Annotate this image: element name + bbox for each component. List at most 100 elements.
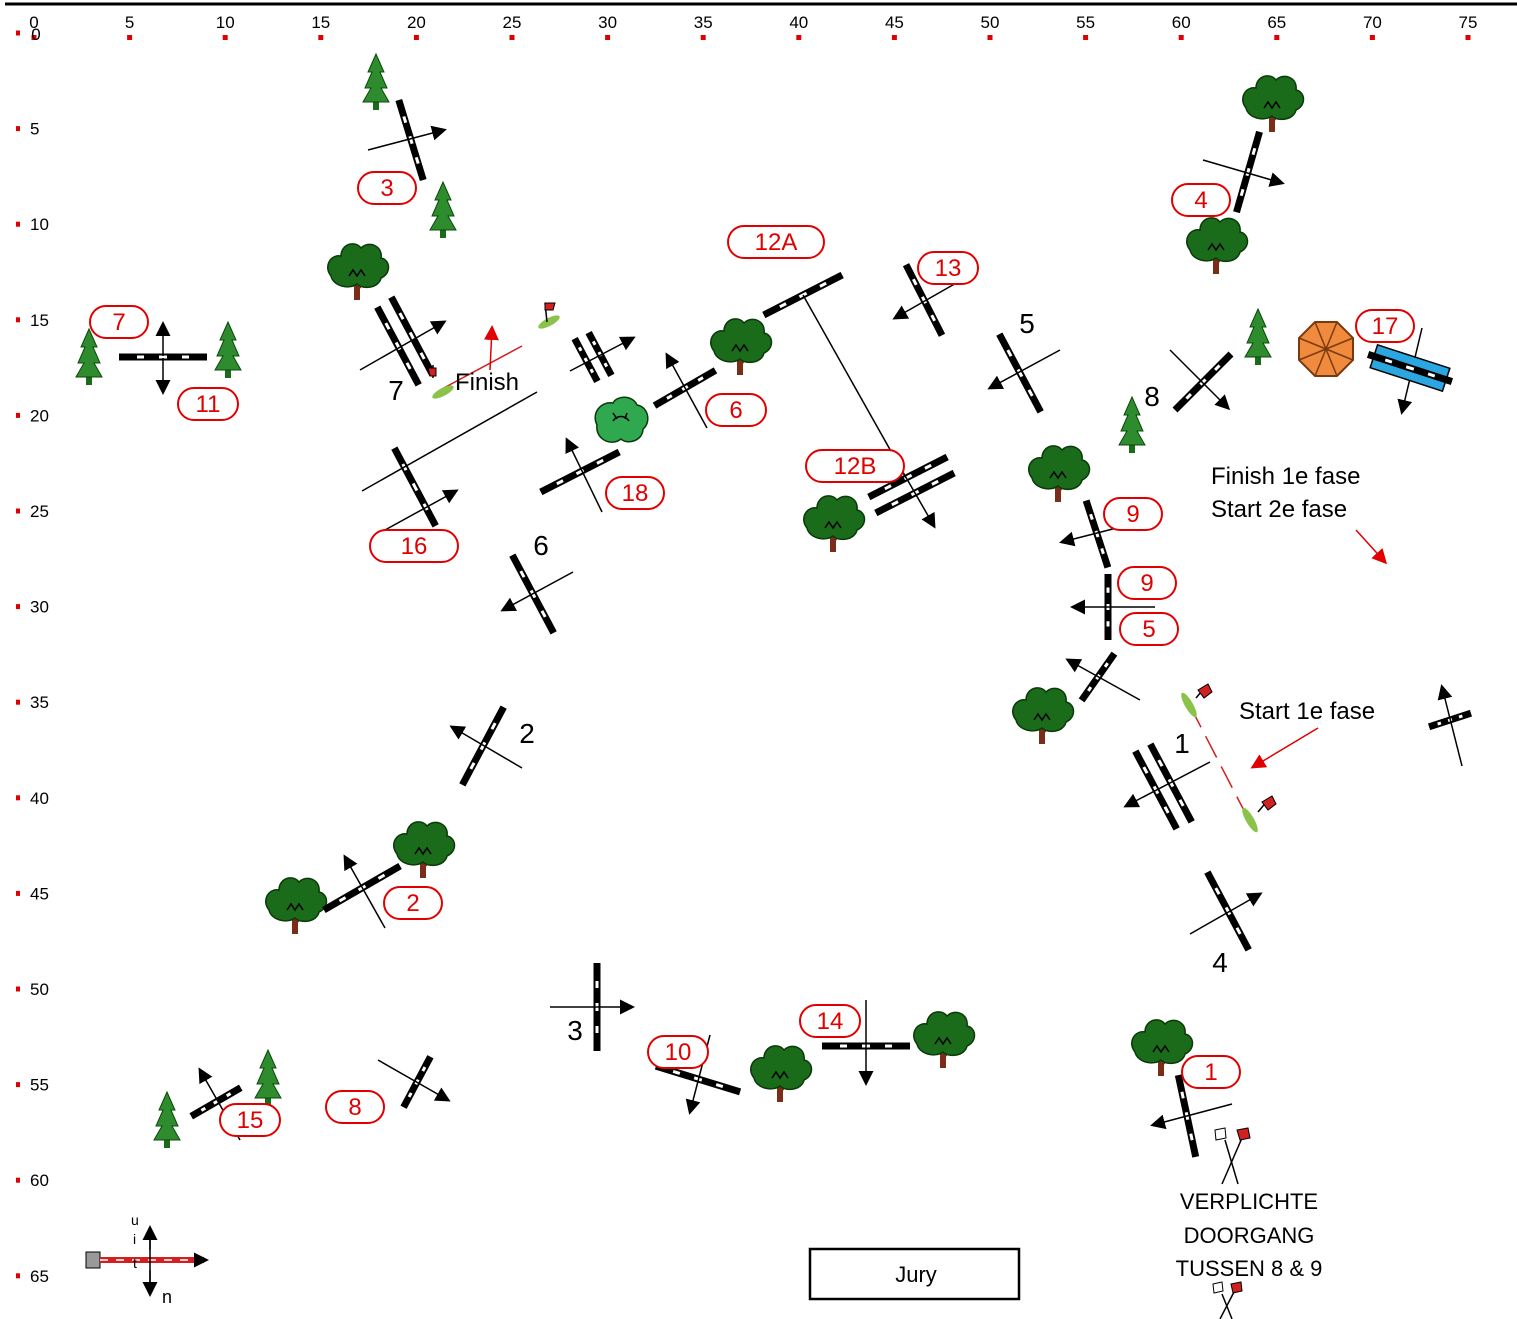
obstacle-bar bbox=[1233, 130, 1263, 214]
y-tick-label: 55 bbox=[30, 1076, 49, 1095]
tree-icon bbox=[326, 242, 390, 302]
mandatory-passage-line2: DOORGANG bbox=[1184, 1223, 1315, 1248]
jump-label: 16 bbox=[369, 529, 459, 563]
x-tick-mark bbox=[1465, 35, 1471, 40]
y-tick-mark bbox=[16, 1082, 20, 1088]
y-tick-mark bbox=[16, 412, 20, 418]
x-tick-label: 60 bbox=[1172, 13, 1191, 32]
y-tick-mark bbox=[16, 986, 20, 992]
connector-16-finish bbox=[361, 391, 538, 492]
y-tick-label: 35 bbox=[30, 693, 49, 712]
svg-text:1: 1 bbox=[1204, 1059, 1217, 1086]
tree-icon bbox=[1027, 444, 1091, 504]
x-tick-mark bbox=[605, 35, 611, 40]
pointer-arrow bbox=[1250, 727, 1319, 769]
y-tick-mark bbox=[16, 317, 20, 323]
fir-tree-icon bbox=[362, 53, 390, 111]
jump-label: 18 bbox=[605, 476, 665, 510]
legend-t: t bbox=[133, 1255, 137, 1271]
x-tick-mark bbox=[987, 35, 993, 40]
y-tick-mark bbox=[16, 30, 20, 36]
svg-text:2: 2 bbox=[406, 890, 419, 917]
svg-text:8: 8 bbox=[348, 1094, 361, 1121]
finish-flags bbox=[427, 302, 560, 399]
phase2-number: 8 bbox=[1144, 381, 1160, 412]
y-tick-label: 25 bbox=[30, 502, 49, 521]
y-tick-label: 40 bbox=[30, 789, 49, 808]
umbrella-icon bbox=[1298, 321, 1354, 377]
x-tick-mark bbox=[509, 35, 515, 40]
svg-text:5: 5 bbox=[1142, 616, 1155, 643]
y-tick-mark bbox=[16, 1273, 20, 1279]
tree-icon bbox=[264, 876, 328, 936]
y-tick-mark bbox=[16, 699, 20, 705]
phase2-number: 6 bbox=[533, 530, 549, 561]
svg-text:7: 7 bbox=[112, 309, 125, 336]
legend-symbol: u i t n bbox=[85, 1212, 209, 1307]
y-tick-mark bbox=[16, 604, 20, 610]
jump-label: 11 bbox=[177, 387, 239, 421]
phase1-labels: 3 4 12A 13 7 11 17 6 12B 18 16 9 9 5 2 1… bbox=[89, 171, 1415, 1137]
svg-text:12A: 12A bbox=[755, 229, 798, 256]
x-tick-mark bbox=[222, 35, 228, 40]
x-tick-label: 20 bbox=[407, 13, 426, 32]
jump-label: 9 bbox=[1117, 566, 1177, 600]
y-tick-mark bbox=[16, 221, 20, 227]
x-tick-label: 30 bbox=[598, 13, 617, 32]
y-tick-mark bbox=[16, 1177, 20, 1183]
jump-label: 13 bbox=[917, 251, 979, 285]
jump-label: 12B bbox=[805, 449, 905, 483]
y-tick-mark bbox=[16, 890, 20, 896]
x-tick-mark bbox=[1274, 35, 1280, 40]
y-tick-label: 30 bbox=[30, 598, 49, 617]
jump-label: 15 bbox=[219, 1103, 281, 1137]
x-tick-label: 10 bbox=[216, 13, 235, 32]
y-tick-label: 0 bbox=[31, 25, 40, 44]
x-tick-mark bbox=[1178, 35, 1184, 40]
svg-text:3: 3 bbox=[380, 175, 393, 202]
jump-label: 3 bbox=[357, 171, 417, 205]
x-tick-label: 0 bbox=[29, 13, 38, 32]
tree-icon bbox=[1011, 686, 1075, 746]
fir-tree-icon bbox=[254, 1049, 282, 1107]
fir-tree-icon bbox=[214, 321, 242, 379]
y-tick-label: 5 bbox=[30, 120, 39, 139]
jump-label: 17 bbox=[1355, 309, 1415, 343]
x-tick-label: 35 bbox=[694, 13, 713, 32]
x-tick-label: 45 bbox=[885, 13, 904, 32]
phase2-number: 1 bbox=[1174, 728, 1190, 759]
y-tick-label: 15 bbox=[30, 311, 49, 330]
legend-i: i bbox=[133, 1231, 136, 1247]
x-tick-label: 55 bbox=[1076, 13, 1095, 32]
svg-text:13: 13 bbox=[935, 255, 962, 282]
fir-tree-icon bbox=[153, 1091, 181, 1149]
x-tick-mark bbox=[891, 35, 897, 40]
x-tick-mark bbox=[796, 35, 802, 40]
fir-tree-icon bbox=[75, 328, 103, 386]
fir-tree-icon bbox=[429, 181, 457, 239]
jury-box: Jury bbox=[808, 1247, 1021, 1301]
svg-text:6: 6 bbox=[729, 397, 742, 424]
jump-label: 12A bbox=[727, 225, 825, 259]
jump-label: 5 bbox=[1119, 612, 1179, 646]
svg-text:11: 11 bbox=[196, 391, 221, 418]
connector-12a-12b bbox=[802, 294, 907, 479]
x-tick-label: 50 bbox=[981, 13, 1000, 32]
finish1-label: Finish 1e fase bbox=[1211, 463, 1360, 490]
obstacle-bar bbox=[1204, 870, 1252, 952]
jump-label: 8 bbox=[325, 1090, 385, 1124]
phase2-number: 4 bbox=[1212, 947, 1228, 978]
y-tick-label: 60 bbox=[30, 1171, 49, 1190]
phase2-number: 3 bbox=[567, 1015, 583, 1046]
start-flags bbox=[1181, 683, 1277, 833]
tree-icon bbox=[392, 820, 456, 880]
phase2-number: 5 bbox=[1019, 308, 1035, 339]
obstacle-bar bbox=[996, 332, 1044, 414]
tree-icon bbox=[1241, 74, 1305, 134]
fir-group bbox=[75, 53, 1272, 1149]
mandatory-passage-line1: VERPLICHTE bbox=[1180, 1189, 1318, 1214]
bush-icon bbox=[594, 396, 649, 443]
svg-text:10: 10 bbox=[665, 1039, 692, 1066]
